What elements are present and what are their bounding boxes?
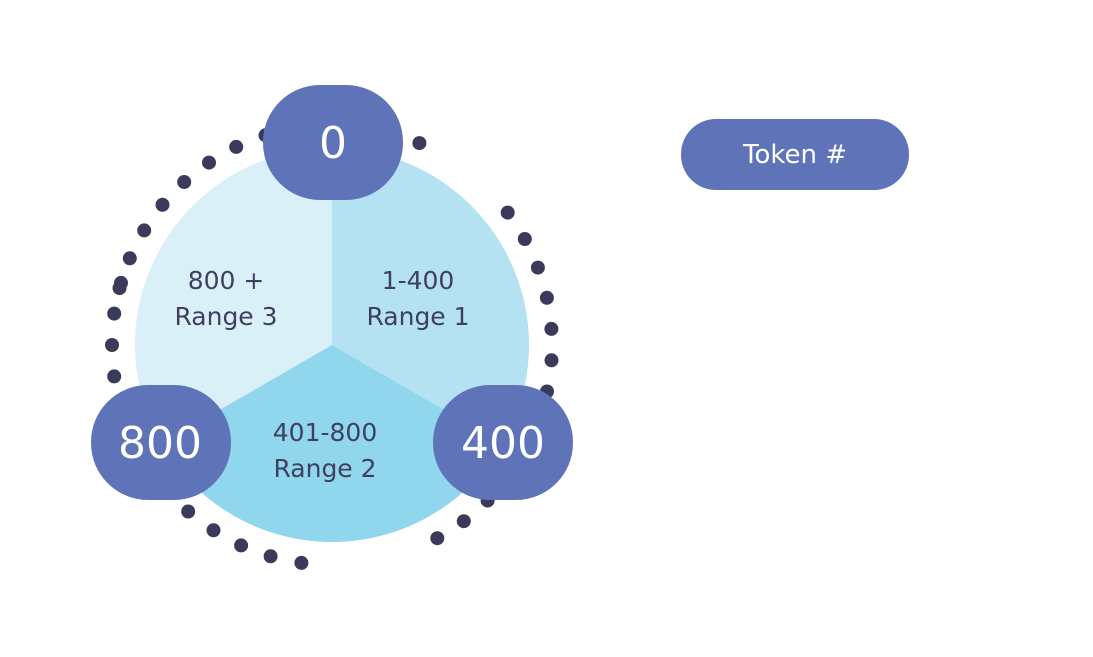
ring-dot bbox=[202, 155, 216, 170]
node-800: 800 bbox=[91, 385, 231, 500]
ring-dot bbox=[234, 538, 249, 553]
segment-range-2-range: 401-800 bbox=[273, 418, 377, 447]
ring-dot bbox=[114, 275, 128, 290]
legend-token-label: Token # bbox=[742, 140, 847, 170]
ring-dot bbox=[263, 549, 278, 564]
ring-dot bbox=[181, 504, 196, 519]
ring-dot bbox=[539, 290, 554, 305]
node-400: 400 bbox=[433, 385, 573, 500]
segment-range-1-name: Range 1 bbox=[366, 302, 469, 331]
ring-dot bbox=[456, 514, 471, 529]
ring-dot bbox=[122, 251, 137, 266]
segment-range-3-range: 800 + bbox=[188, 266, 265, 295]
ring-dot bbox=[294, 555, 309, 570]
ring-dot bbox=[107, 369, 122, 384]
segment-range-1 bbox=[332, 148, 529, 444]
ring-dot bbox=[517, 232, 532, 246]
node-400-label: 400 bbox=[461, 418, 545, 469]
legend-token-pill: Token # bbox=[681, 119, 909, 190]
ring-dot bbox=[105, 338, 119, 352]
ring-dot bbox=[229, 139, 244, 154]
segment-range-2 bbox=[161, 345, 503, 542]
ring-dot bbox=[412, 136, 427, 151]
ring-dot bbox=[544, 353, 559, 368]
ring-dot bbox=[544, 321, 559, 336]
ring-dot bbox=[500, 205, 515, 220]
ring-dot bbox=[137, 223, 152, 238]
ring-dot bbox=[107, 306, 122, 321]
node-800-label: 800 bbox=[118, 418, 202, 469]
ring-dot bbox=[177, 175, 192, 189]
ring-dot bbox=[155, 197, 170, 212]
node-0: 0 bbox=[263, 85, 403, 200]
segment-range-3 bbox=[135, 148, 332, 444]
ring-dot bbox=[430, 531, 445, 546]
ring-dot bbox=[206, 523, 221, 538]
segment-range-1-range: 1-400 bbox=[382, 266, 455, 295]
node-0-label: 0 bbox=[319, 118, 347, 169]
ring-dot bbox=[530, 260, 545, 275]
segment-range-2-name: Range 2 bbox=[273, 454, 376, 483]
segment-range-3-name: Range 3 bbox=[174, 302, 277, 331]
